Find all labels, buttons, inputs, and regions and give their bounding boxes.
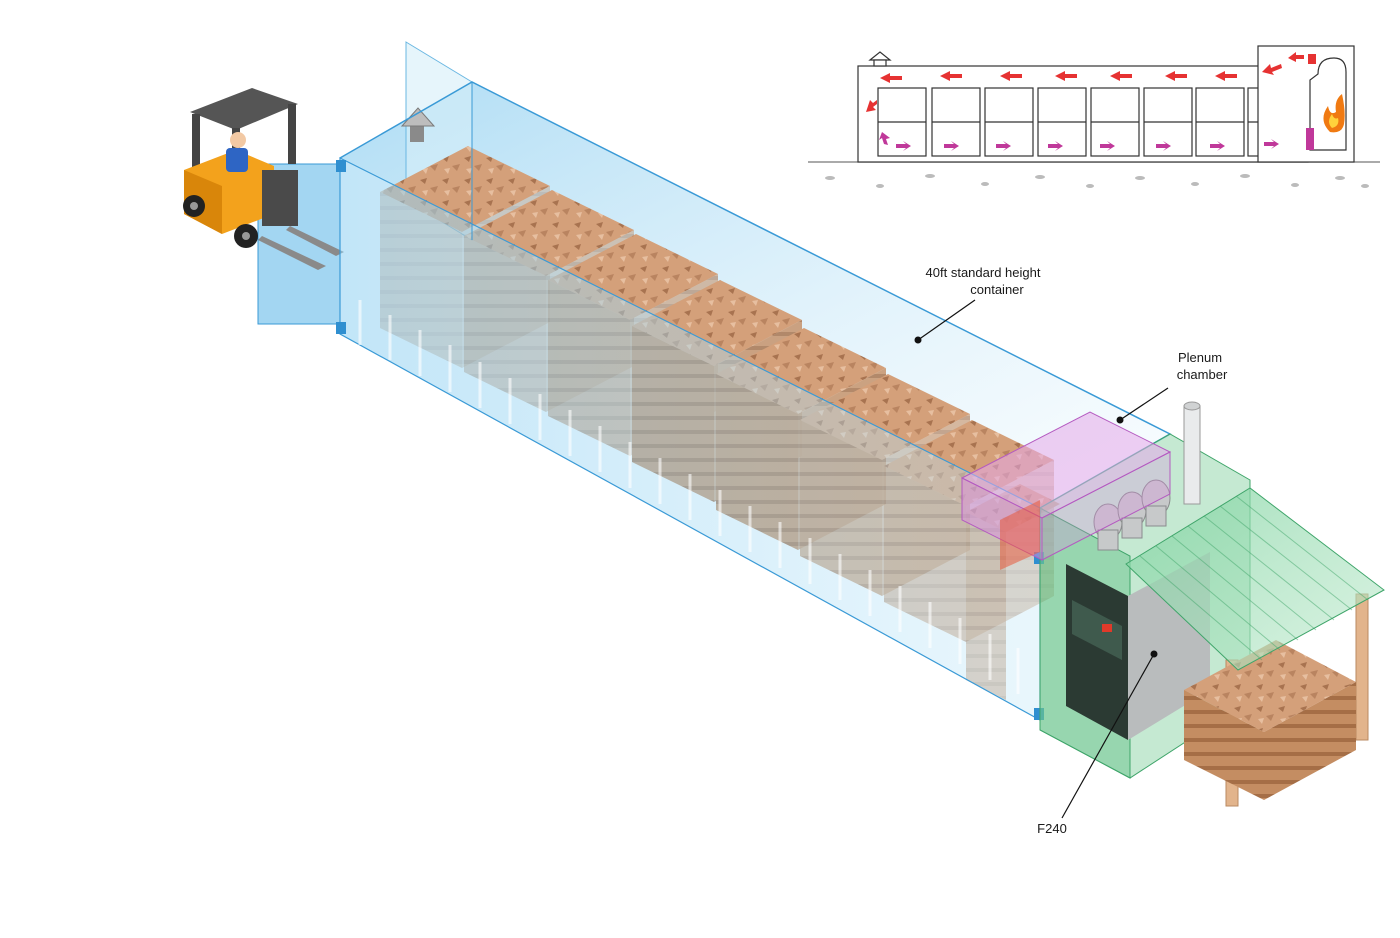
- status-lamp: [1102, 624, 1112, 632]
- label-plenum-line1: Plenum: [1178, 350, 1222, 365]
- ground-gravel: [825, 174, 1369, 188]
- label-container-line1: 40ft standard height: [926, 265, 1041, 280]
- schematic-vent-icon: [868, 51, 892, 61]
- airflow-schematic-inset: [808, 45, 1380, 188]
- forklift-icon: [183, 88, 344, 325]
- flame-icon: [1323, 94, 1345, 133]
- callouts: 40ft standard height container Plenum ch…: [914, 265, 1228, 836]
- roof-ridges: [1139, 495, 1369, 661]
- chimney-cap-icon: [400, 107, 436, 142]
- container-ribs: [358, 300, 1020, 694]
- label-dryer-model: F240: [1037, 821, 1067, 836]
- lean-to: [1125, 487, 1385, 807]
- label-plenum-line2: chamber: [1177, 367, 1228, 382]
- chimney-stack: [1183, 401, 1201, 505]
- crate: [1184, 640, 1356, 800]
- airflow-arrow-icon: [866, 52, 1304, 112]
- exhaust-ducts: [1093, 479, 1171, 551]
- label-container-line2: container: [970, 282, 1024, 297]
- plenum-chamber: [960, 411, 1172, 570]
